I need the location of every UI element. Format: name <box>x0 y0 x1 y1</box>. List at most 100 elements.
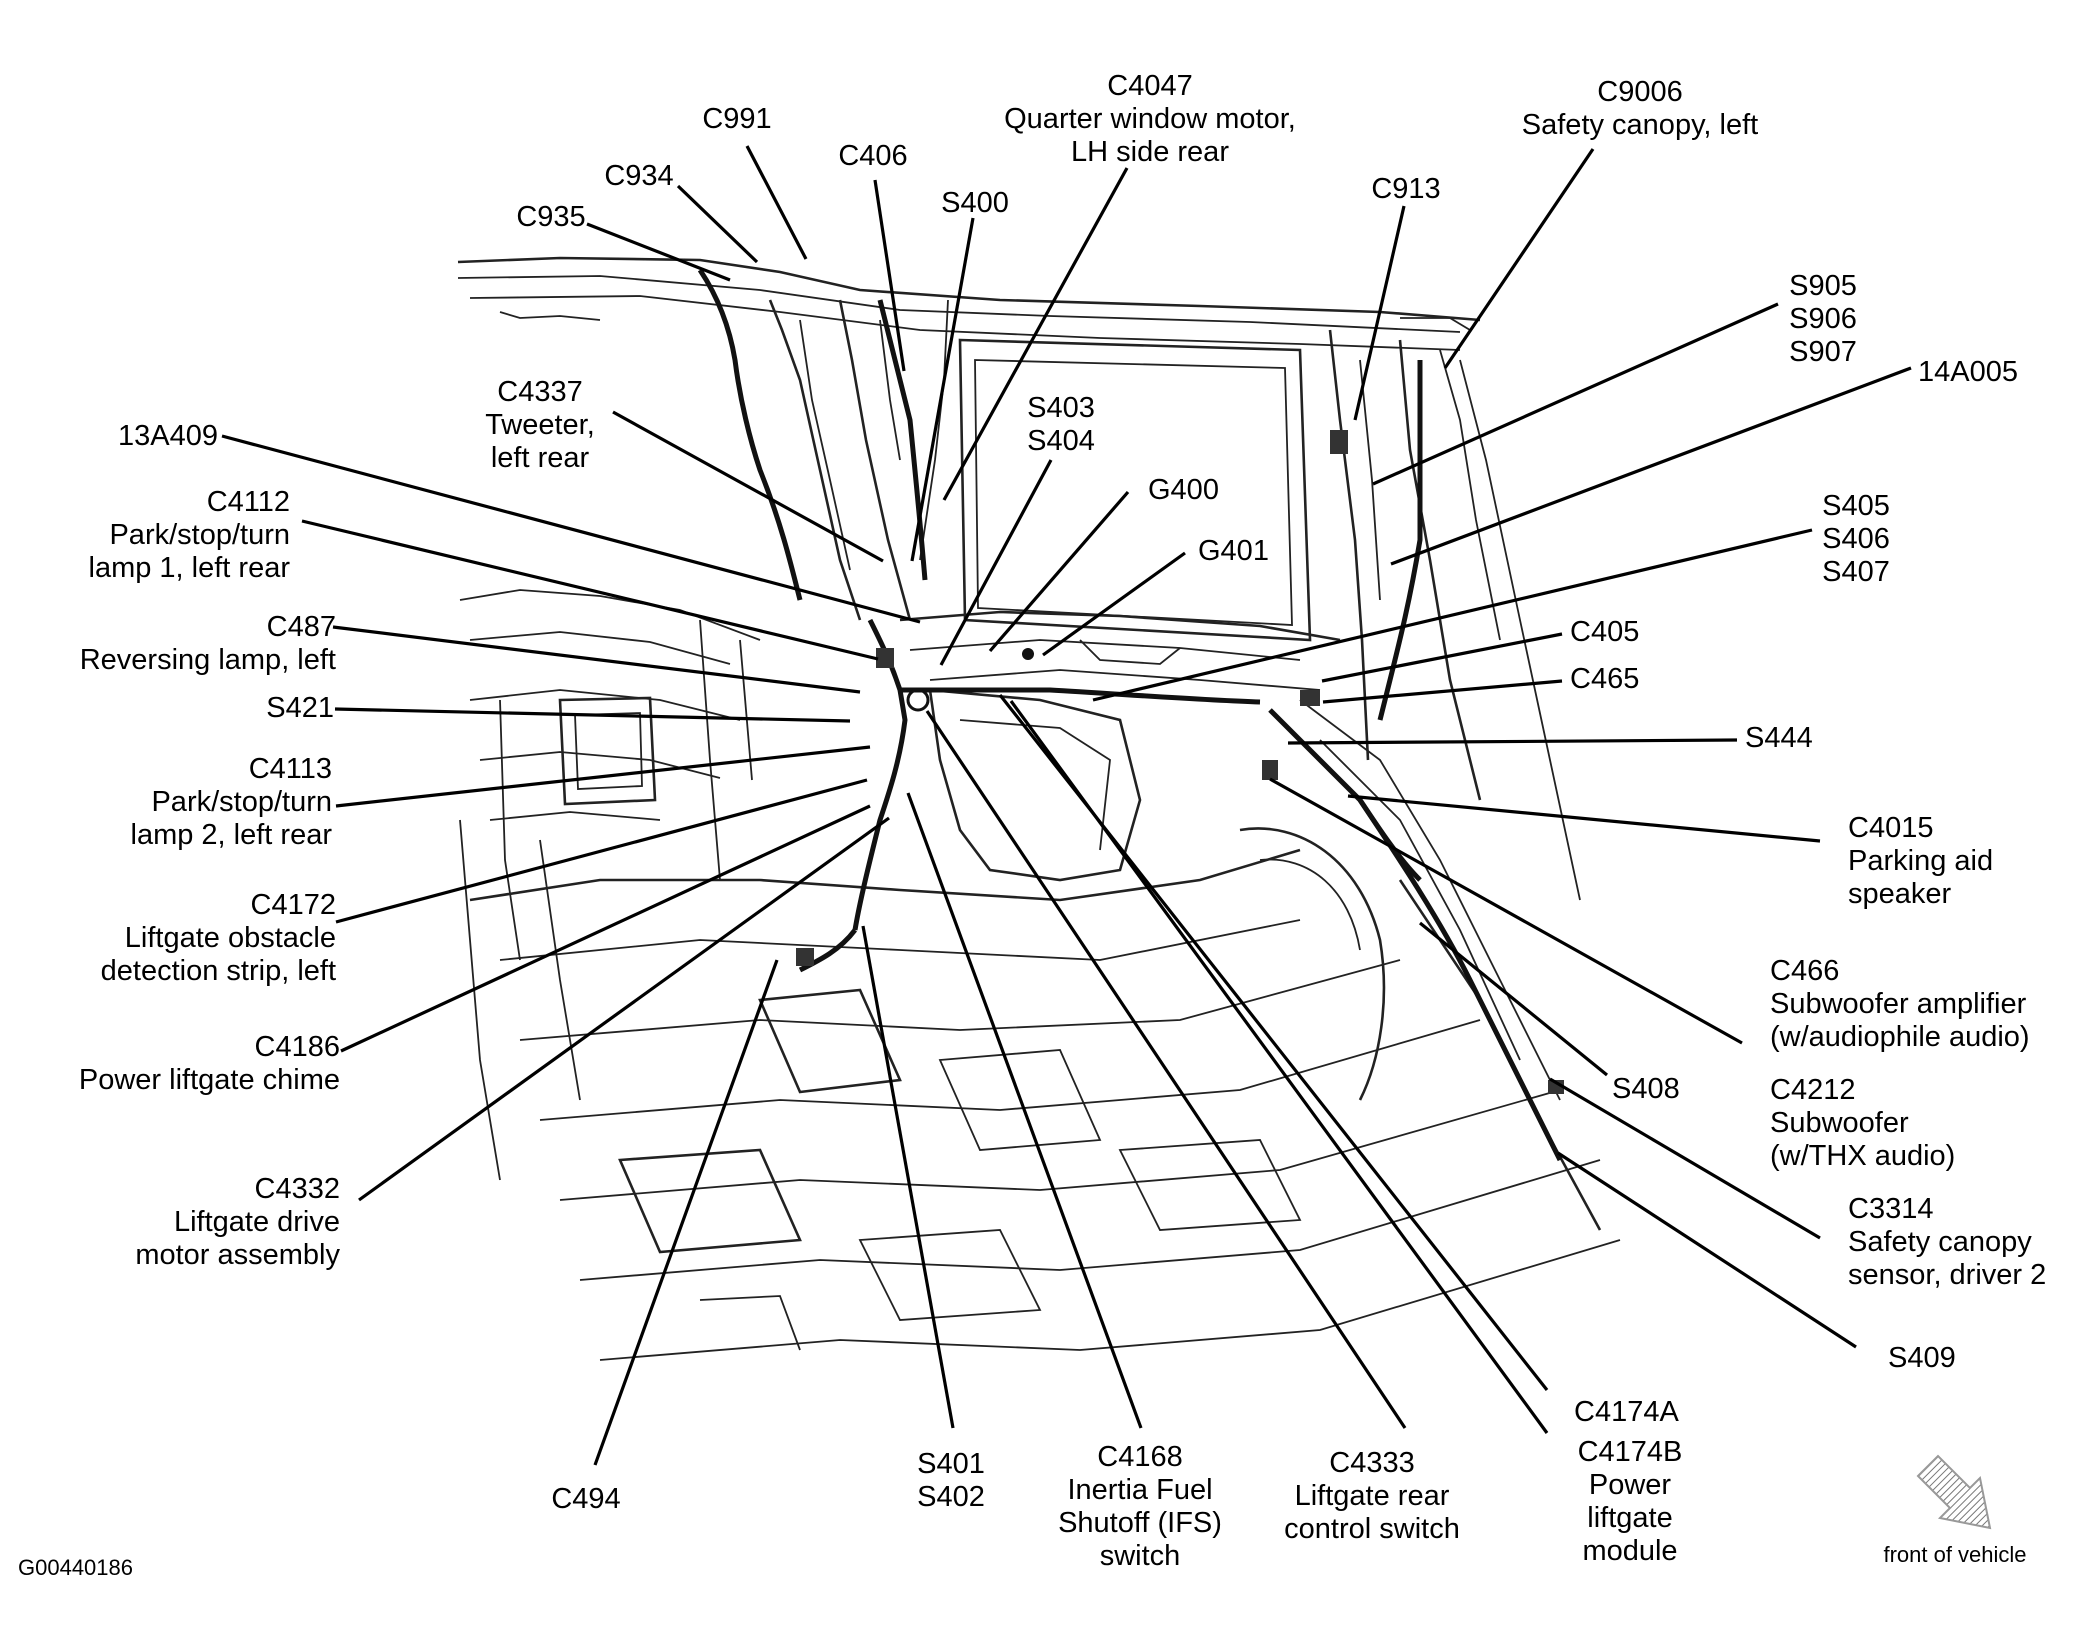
callout-s401-line-2: S402 <box>917 1481 985 1513</box>
callout-c4174b-line-1: C4174B <box>1577 1436 1683 1468</box>
callout-c4333-line-2: Liftgate rear <box>1294 1480 1450 1512</box>
leader-c4113 <box>335 745 871 808</box>
leader-c4332 <box>358 816 890 1202</box>
callout-c4047-line-3: LH side rear <box>1071 136 1229 168</box>
callout-s400: S400 <box>934 187 1016 220</box>
callout-c4113-line-3: lamp 2, left rear <box>130 819 332 851</box>
callout-c934-line-1: C934 <box>604 160 674 192</box>
front-of-vehicle-label: front of vehicle <box>1883 1542 2027 1567</box>
leader-g400 <box>988 490 1130 653</box>
callout-c465-line-1: C465 <box>1570 663 1640 695</box>
callout-s408-line-1: S408 <box>1612 1073 1680 1105</box>
callout-c494-line-1: C494 <box>551 1483 621 1515</box>
leader-c4337 <box>612 410 884 563</box>
callout-c406-line-1: C406 <box>838 140 908 172</box>
callout-c4337: C4337 Tweeter, left rear <box>460 376 620 475</box>
leader-c3314 <box>1549 1077 1821 1240</box>
callout-g400: G400 <box>1148 474 1238 507</box>
callout-c4337-line-2: Tweeter, <box>485 409 595 441</box>
callout-c4174a-line-1: C4174A <box>1574 1396 1679 1428</box>
callout-c9006-line-1: C9006 <box>1597 76 1683 108</box>
callout-c4333: C4333 Liftgate rear control switch <box>1262 1447 1482 1546</box>
callout-c405: C405 <box>1570 616 1660 649</box>
callout-c405-line-1: C405 <box>1570 616 1640 648</box>
callout-c4113: C4113 Park/stop/turn lamp 2, left rear <box>70 753 332 852</box>
callout-c4113-line-1: C4113 <box>248 753 332 785</box>
callout-c4337-line-3: left rear <box>490 442 590 474</box>
callout-c4113-line-2: Park/stop/turn <box>151 786 332 818</box>
callout-c3314-line-3: sensor, driver 2 <box>1848 1259 2047 1291</box>
leader-c4174b <box>1009 700 1549 1434</box>
callout-c4212-line-1: C4212 <box>1770 1074 1856 1106</box>
callout-s421-line-1: S421 <box>266 692 334 724</box>
leader-14a005 <box>1390 366 1912 566</box>
leader-s905 <box>1372 302 1779 486</box>
callout-c9006-line-2: Safety canopy, left <box>1521 109 1759 141</box>
leader-s408 <box>1418 921 1609 1077</box>
callout-c4112-line-1: C4112 <box>206 486 290 518</box>
callout-c4172-line-2: Liftgate obstacle <box>124 922 336 954</box>
leader-c4172 <box>335 778 868 924</box>
callout-c4332-line-1: C4332 <box>254 1173 340 1205</box>
callout-c4212-line-2: Subwoofer <box>1770 1107 1909 1139</box>
callout-s405-line-3: S407 <box>1822 556 1890 588</box>
leader-s444 <box>1287 738 1738 745</box>
callout-c4332: C4332 Liftgate drive motor assembly <box>80 1173 340 1272</box>
callout-c991: C991 <box>700 103 774 136</box>
callout-c3314-line-2: Safety canopy <box>1848 1226 2032 1258</box>
callout-c4174b-line-3: liftgate <box>1587 1502 1673 1534</box>
callout-leader-lines <box>221 145 1912 1466</box>
callout-c934: C934 <box>598 160 680 193</box>
callout-s408: S408 <box>1612 1073 1702 1106</box>
leader-c913 <box>1353 205 1406 421</box>
callout-c465: C465 <box>1570 663 1660 696</box>
callout-c4168-line-1: C4168 <box>1097 1441 1183 1473</box>
callout-s405-line-2: S406 <box>1822 523 1890 555</box>
leader-s409 <box>1557 1151 1857 1349</box>
callout-s905-line-3: S907 <box>1789 336 1857 368</box>
leader-c935 <box>586 222 731 282</box>
leader-c494 <box>593 959 779 1466</box>
callout-c4015: C4015 Parking aid speaker <box>1848 812 2048 911</box>
leader-s401 <box>861 925 955 1429</box>
callout-14a005-line-1: 14A005 <box>1918 356 2018 388</box>
callout-c4112: C4112 Park/stop/turn lamp 1, left rear <box>40 486 290 585</box>
callout-c4212: C4212 Subwoofer (w/THX audio) <box>1770 1074 1970 1173</box>
leader-c405 <box>1321 632 1563 683</box>
leader-c4168 <box>906 792 1143 1429</box>
callout-s444-line-1: S444 <box>1745 722 1813 754</box>
callout-c4015-line-1: C4015 <box>1848 812 1934 844</box>
callout-c4337-line-1: C4337 <box>497 376 583 408</box>
leader-g401 <box>1042 551 1186 657</box>
leader-c4015 <box>1347 794 1821 843</box>
callout-c4174b: C4174B Power liftgate module <box>1560 1436 1700 1568</box>
leader-c4112 <box>301 519 879 661</box>
callout-s401-line-1: S401 <box>917 1448 985 1480</box>
callout-s905-line-2: S906 <box>1789 303 1857 335</box>
callout-c4015-line-3: speaker <box>1848 878 1952 910</box>
callout-c4168-line-3: Shutoff (IFS) <box>1058 1507 1222 1539</box>
callout-c406: C406 <box>832 140 914 173</box>
callout-c466-line-3: (w/audiophile audio) <box>1770 1021 2030 1053</box>
callout-g400-line-1: G400 <box>1148 474 1219 506</box>
callout-c4174a: C4174A <box>1574 1396 1704 1429</box>
callout-c4172: C4172 Liftgate obstacle detection strip,… <box>40 889 336 988</box>
leader-c991 <box>745 145 808 260</box>
callout-s401: S401 S402 <box>906 1448 996 1514</box>
leader-c466 <box>1269 777 1743 1045</box>
callout-c4332-line-2: Liftgate drive <box>173 1206 340 1238</box>
callout-c4112-line-3: lamp 1, left rear <box>88 552 290 584</box>
callout-s405-line-1: S405 <box>1822 490 1890 522</box>
callout-s905: S905 S906 S907 <box>1780 270 1866 369</box>
hatched-arrow-icon <box>1916 1454 1992 1530</box>
callout-c4168-line-4: switch <box>1099 1540 1181 1572</box>
callout-s905-line-1: S905 <box>1789 270 1857 302</box>
callout-c4112-line-2: Park/stop/turn <box>109 519 290 551</box>
callout-13a409: 13A409 <box>90 420 218 453</box>
callout-c487-line-2: Reversing lamp, left <box>79 644 336 676</box>
callout-13a409-line-1: 13A409 <box>118 420 218 452</box>
callout-s405: S405 S406 S407 <box>1813 490 1899 589</box>
callout-c4186-line-2: Power liftgate chime <box>78 1064 340 1096</box>
callout-c3314: C3314 Safety canopy sensor, driver 2 <box>1848 1193 2078 1292</box>
